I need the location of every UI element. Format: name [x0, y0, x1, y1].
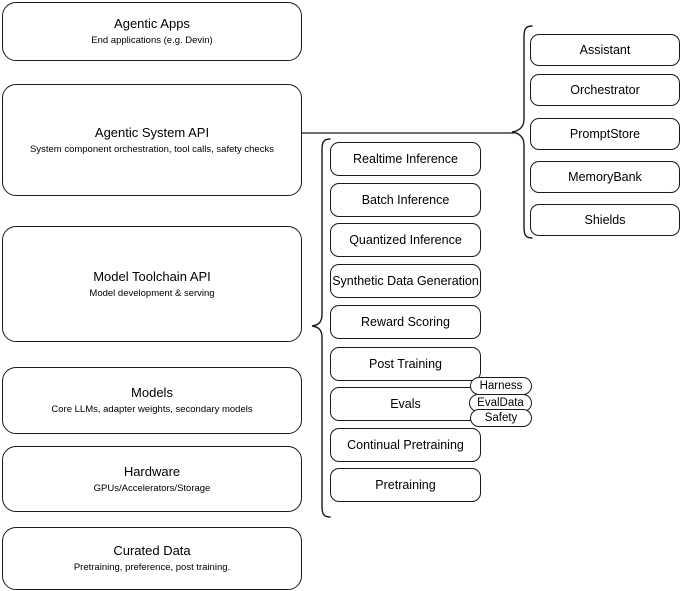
stack-layer-hardware[interactable]: Hardware GPUs/Accelerators/Storage — [2, 446, 302, 512]
capability-realtime-inference[interactable]: Realtime Inference — [330, 142, 481, 176]
layer-title: Curated Data — [113, 543, 191, 558]
capability-batch-inference[interactable]: Batch Inference — [330, 183, 481, 217]
layer-title: Agentic Apps — [114, 16, 190, 31]
component-label: Shields — [584, 212, 626, 227]
layer-subtitle: Model development & serving — [89, 287, 215, 299]
layer-subtitle: Pretraining, preference, post training. — [73, 562, 231, 573]
capability-quantized-inference[interactable]: Quantized Inference — [330, 223, 481, 257]
layer-subtitle: System component orchestration, tool cal… — [30, 143, 274, 155]
component-label: Assistant — [579, 42, 631, 57]
layer-subtitle: Core LLMs, adapter weights, secondary mo… — [51, 404, 253, 415]
layer-title: Hardware — [123, 463, 181, 479]
system-api-connector-line — [302, 126, 516, 140]
layer-subtitle: End applications (e.g. Devin) — [91, 35, 213, 46]
layer-title: Models — [131, 385, 173, 400]
stack-layer-model-toolchain-api[interactable]: Model Toolchain API Model development & … — [2, 226, 302, 342]
capability-label: Realtime Inference — [353, 151, 458, 166]
component-label: PromptStore — [569, 126, 641, 141]
capability-post-training[interactable]: Post Training — [330, 347, 481, 381]
capability-reward-scoring[interactable]: Reward Scoring — [330, 305, 481, 339]
capability-label: Synthetic Data Generation — [332, 273, 479, 288]
layer-title: Agentic System API — [94, 124, 210, 140]
capability-label: Continual Pretraining — [347, 437, 464, 452]
capability-label: Batch Inference — [361, 192, 450, 207]
stack-layer-models[interactable]: Models Core LLMs, adapter weights, secon… — [2, 367, 302, 434]
capability-pretraining[interactable]: Pretraining — [330, 468, 481, 502]
capability-synthetic-data-generation[interactable]: Synthetic Data Generation — [330, 264, 481, 298]
pill-label: Harness — [479, 380, 523, 392]
stack-layer-curated-data[interactable]: Curated Data Pretraining, preference, po… — [2, 527, 302, 590]
evals-subcomponent-harness[interactable]: Harness — [470, 377, 532, 395]
system-component-promptstore[interactable]: PromptStore — [530, 118, 680, 150]
capability-label: Pretraining — [375, 477, 436, 492]
stack-layer-agentic-system-api[interactable]: Agentic System API System component orch… — [2, 84, 302, 196]
layer-title: Model Toolchain API — [93, 268, 211, 284]
system-component-shields[interactable]: Shields — [530, 204, 680, 236]
system-components-brace — [508, 23, 536, 241]
capability-continual-pretraining[interactable]: Continual Pretraining — [330, 428, 481, 462]
component-label: MemoryBank — [568, 169, 642, 184]
capability-label: Reward Scoring — [361, 314, 450, 329]
system-component-memorybank[interactable]: MemoryBank — [530, 161, 680, 193]
system-component-assistant[interactable]: Assistant — [530, 34, 680, 66]
system-component-orchestrator[interactable]: Orchestrator — [530, 74, 680, 106]
layer-subtitle: GPUs/Accelerators/Storage — [93, 482, 211, 494]
pill-label: Safety — [484, 412, 518, 424]
toolchain-capabilities-brace — [306, 136, 334, 520]
capability-label: Evals — [390, 396, 421, 411]
stack-layer-agentic-apps[interactable]: Agentic Apps End applications (e.g. Devi… — [2, 2, 302, 61]
capability-label: Post Training — [369, 356, 442, 371]
pill-label: EvalData — [477, 397, 524, 409]
capability-evals[interactable]: Evals — [330, 387, 481, 421]
capability-label: Quantized Inference — [349, 232, 462, 247]
evals-subcomponent-safety[interactable]: Safety — [470, 409, 532, 427]
component-label: Orchestrator — [570, 82, 640, 97]
